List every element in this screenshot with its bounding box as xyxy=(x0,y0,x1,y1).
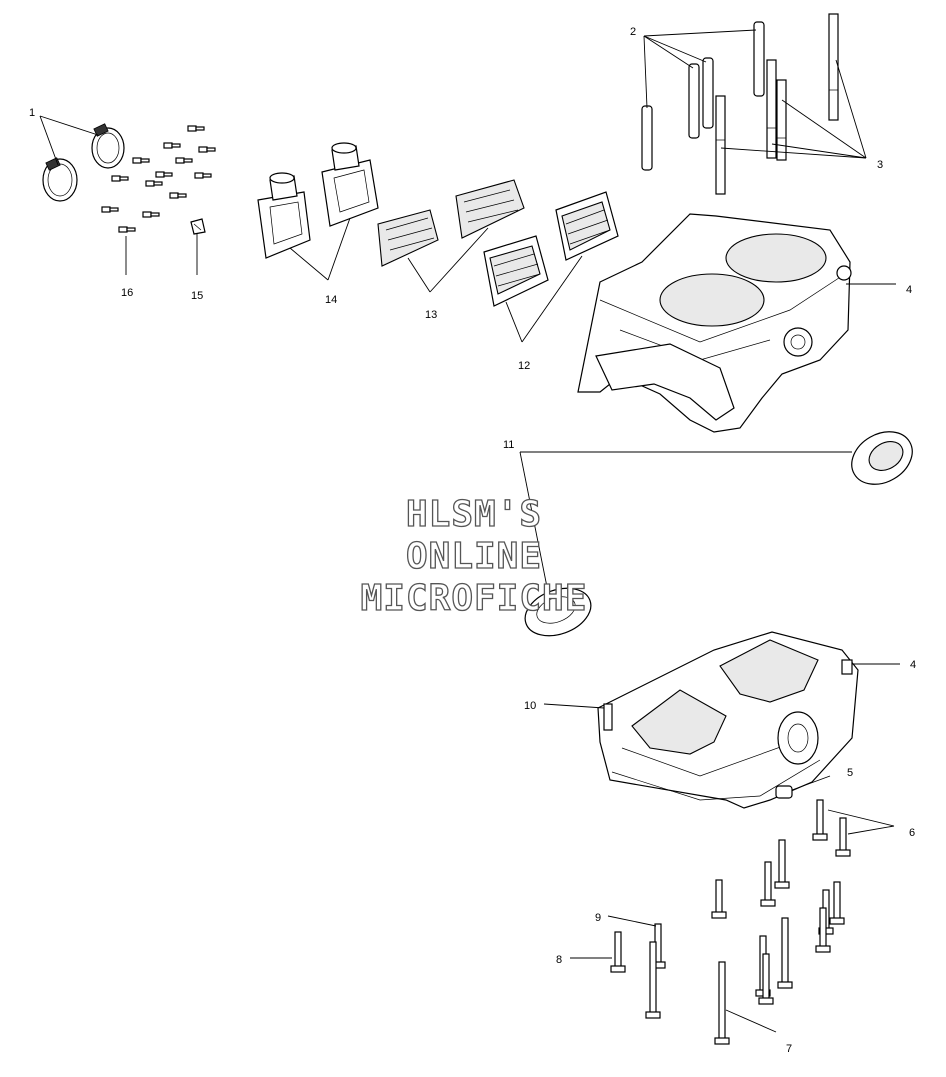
reed-adapters xyxy=(257,142,379,259)
screws xyxy=(101,125,216,233)
studs xyxy=(715,13,839,195)
crank-seals xyxy=(524,431,913,637)
callout-5: 5 xyxy=(847,767,853,779)
callout-label-3: 3 xyxy=(877,159,883,171)
callout-12: 12 xyxy=(505,255,583,372)
callout-8: 8 xyxy=(556,954,612,966)
callout-4-lower: 4 xyxy=(852,659,916,671)
callout-label-14: 14 xyxy=(325,294,337,306)
callout-14: 14 xyxy=(289,217,351,306)
callout-label-12: 12 xyxy=(518,360,530,372)
reed-valves xyxy=(483,191,619,307)
callout-label-15: 15 xyxy=(191,290,203,302)
callout-label-16: 16 xyxy=(121,287,133,299)
crankcase-upper xyxy=(577,213,852,433)
callout-13: 13 xyxy=(407,227,489,321)
callout-6: 6 xyxy=(827,809,915,839)
callout-label-1: 1 xyxy=(29,107,35,119)
callout-label-9: 9 xyxy=(595,912,601,924)
hose-clamps xyxy=(42,123,125,202)
callout-9: 9 xyxy=(595,912,657,927)
watermark-line-1: HLSM'S xyxy=(406,494,542,535)
callout-16: 16 xyxy=(121,236,133,299)
callout-label-10: 10 xyxy=(524,700,536,712)
callout-11: 11 xyxy=(503,439,852,593)
callout-7: 7 xyxy=(725,1009,792,1055)
callout-15: 15 xyxy=(191,234,203,302)
callout-label-11: 11 xyxy=(503,439,514,451)
callout-3: 3 xyxy=(720,59,883,171)
callout-label-2: 2 xyxy=(630,26,636,38)
watermark: HLSM'S ONLINE MICROFICHE xyxy=(360,493,588,619)
drain-plug xyxy=(775,775,831,799)
watermark-line-3: MICROFICHE xyxy=(361,578,588,619)
callout-2: 2 xyxy=(630,26,757,109)
callout-label-8: 8 xyxy=(556,954,562,966)
dowel-pins xyxy=(641,21,765,171)
wire-clip xyxy=(190,218,206,235)
callout-label-4-upper: 4 xyxy=(906,284,912,296)
callout-10: 10 xyxy=(524,700,605,712)
crankcase-lower xyxy=(597,631,859,809)
callout-label-6: 6 xyxy=(909,827,915,839)
watermark-line-2: ONLINE xyxy=(406,536,542,577)
callout-1: 1 xyxy=(29,107,99,166)
reed-stops xyxy=(377,179,525,267)
callout-4-upper: 4 xyxy=(846,283,912,296)
callout-label-13: 13 xyxy=(425,309,437,321)
crankcase-bolts xyxy=(610,799,851,1045)
callout-label-5: 5 xyxy=(847,767,853,779)
callout-label-4-lower: 4 xyxy=(910,659,916,671)
callout-label-7: 7 xyxy=(786,1043,792,1055)
